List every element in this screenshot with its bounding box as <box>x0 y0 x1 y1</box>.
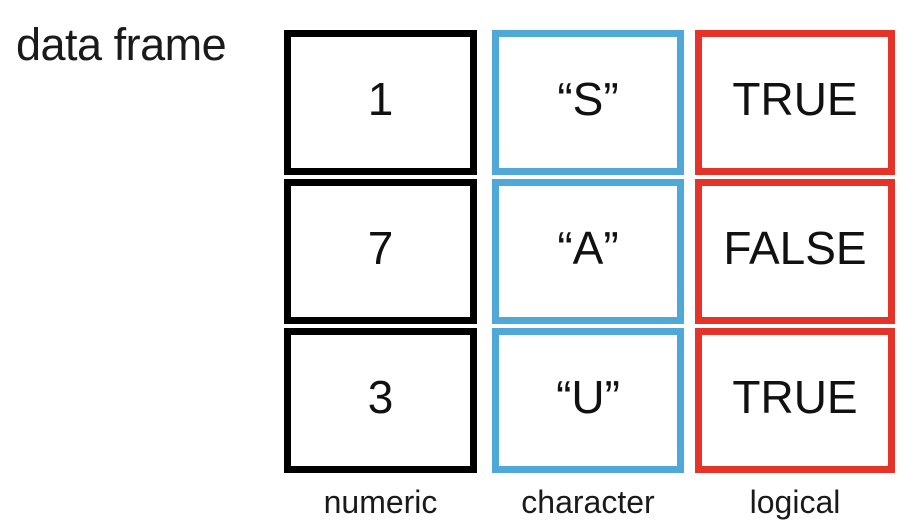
data-cell: TRUE <box>695 328 895 473</box>
column-label-numeric: numeric <box>323 484 438 520</box>
data-cell: “S” <box>492 30 684 175</box>
column-numeric: 1 7 3 numeric <box>284 30 477 521</box>
column-label-character: character <box>521 484 655 520</box>
data-cell: TRUE <box>695 30 895 175</box>
data-cell: 1 <box>284 30 477 175</box>
data-cell: 3 <box>284 328 477 473</box>
diagram-title: data frame <box>16 19 227 70</box>
data-cell: “U” <box>492 328 684 473</box>
column-character: “S” “A” “U” character <box>492 30 684 521</box>
data-cell: 7 <box>284 179 477 324</box>
data-cell: FALSE <box>695 179 895 324</box>
column-label-logical: logical <box>749 484 841 520</box>
data-frame-grid: 1 7 3 numeric “S” “A” “U” character TRUE… <box>284 30 895 521</box>
data-cell: “A” <box>492 179 684 324</box>
column-logical: TRUE FALSE TRUE logical <box>695 30 895 521</box>
